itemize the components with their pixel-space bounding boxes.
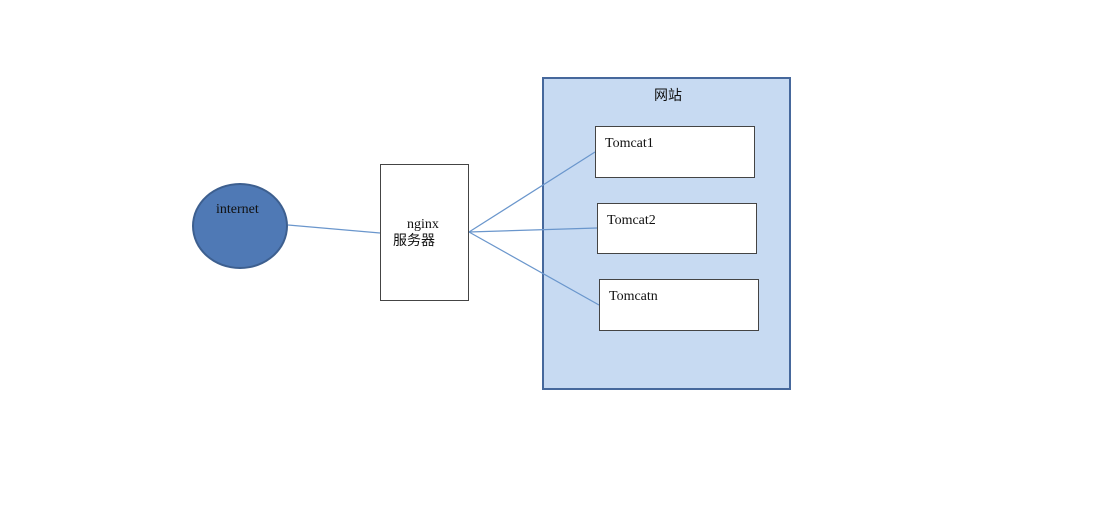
nginx-server-label: 服务器 bbox=[393, 234, 435, 249]
nginx-label: nginx bbox=[407, 217, 439, 232]
tomcatn-label: Tomcatn bbox=[609, 289, 658, 304]
tomcat2-label: Tomcat2 bbox=[607, 213, 656, 228]
website-title: 网站 bbox=[654, 89, 682, 104]
tomcat2-box: Tomcat2 bbox=[597, 203, 757, 254]
internet-label: internet bbox=[216, 202, 259, 217]
internet-node: internet bbox=[192, 183, 288, 269]
tomcat1-label: Tomcat1 bbox=[605, 136, 654, 151]
nginx-server-box: nginx 服务器 bbox=[380, 164, 469, 301]
tomcat1-box: Tomcat1 bbox=[595, 126, 755, 178]
tomcatn-box: Tomcatn bbox=[599, 279, 759, 331]
internet-to-nginx-connector bbox=[287, 224, 381, 234]
